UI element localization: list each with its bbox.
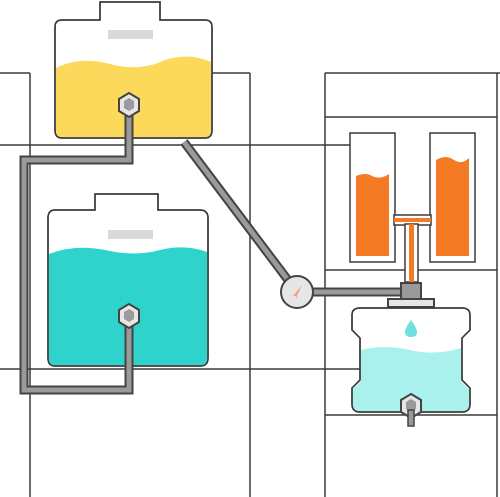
orange-liquid-left (356, 174, 389, 256)
tank-label-bar (108, 30, 153, 39)
rotary-valve-icon[interactable] (280, 275, 314, 309)
hex-outlet-icon[interactable] (118, 302, 140, 330)
background-frame (0, 72, 500, 497)
hex-outlet-icon[interactable] (118, 91, 140, 119)
stem-valve (400, 282, 422, 300)
pipe-network (19, 108, 405, 395)
test-tube-apparatus (349, 132, 476, 308)
valve-arrow (293, 285, 302, 300)
stem-clamp (387, 298, 435, 308)
diagonal-pipe (182, 140, 299, 294)
orange-liquid-right (436, 157, 469, 256)
water-drop-icon (405, 320, 417, 337)
hex-outlet-icon[interactable] (400, 392, 422, 427)
tank-label-bar (108, 230, 153, 239)
left-loop-pipe (21, 108, 132, 393)
light-teal-liquid (353, 347, 469, 411)
light-teal-bottle (351, 307, 471, 427)
